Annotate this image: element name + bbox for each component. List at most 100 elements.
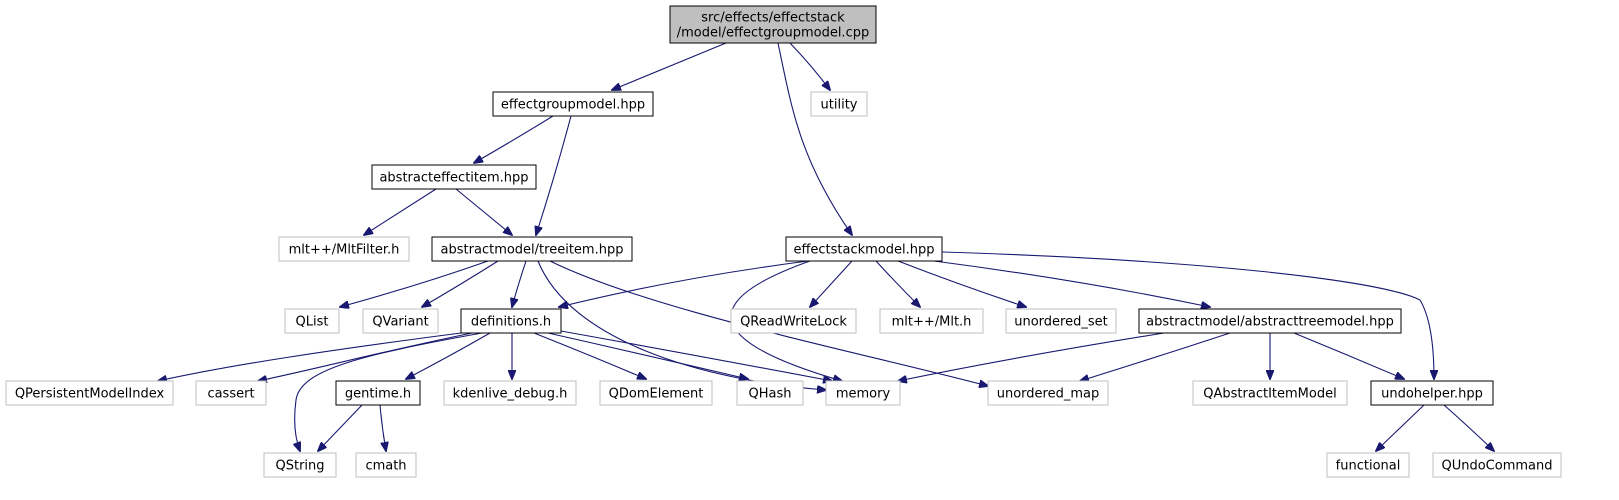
node-qabstractitemmodel: QAbstractItemModel <box>1192 380 1348 406</box>
edge-abstracttreemodel-to-memory <box>898 332 1165 381</box>
node-label: utility <box>821 98 858 113</box>
node-definitions[interactable]: definitions.h <box>460 308 562 334</box>
node-box <box>730 308 857 334</box>
node-box <box>443 380 577 406</box>
node-box <box>284 308 340 334</box>
node-label: /model/effectgroupmodel.cpp <box>677 26 869 41</box>
node-qhash: QHash <box>736 380 804 406</box>
node-box <box>335 380 421 406</box>
node-label: QReadWriteLock <box>740 315 847 330</box>
node-cassert: cassert <box>195 380 267 406</box>
edge-abstracteffectitem-to-mltfilter <box>364 188 437 235</box>
node-mlt: mlt++/Mlt.h <box>879 308 984 334</box>
edge-effectgroupmodel-to-treeitem <box>536 115 572 235</box>
node-label: src/effects/effectstack <box>701 11 845 26</box>
node-unordered-map: unordered_map <box>987 380 1109 406</box>
node-label: QAbstractItemModel <box>1203 387 1336 402</box>
node-box <box>460 308 562 334</box>
edge-treeitem-to-qlist <box>340 260 489 307</box>
node-memory: memory <box>825 380 901 406</box>
node-box <box>195 380 267 406</box>
node-box <box>987 380 1109 406</box>
node-label: QHash <box>749 387 792 402</box>
node-box <box>1326 452 1410 478</box>
edge-effectstackmodel-to-definitions <box>559 260 809 307</box>
edge-effectstackmodel-to-undohelper <box>941 251 1434 379</box>
node-label: effectstackmodel.hpp <box>793 243 934 258</box>
edge-definitions-to-gentime <box>406 332 491 379</box>
node-label: QUndoCommand <box>1441 459 1552 474</box>
node-abstracttreemodel[interactable]: abstractmodel/abstracttreemodel.hpp <box>1138 308 1402 334</box>
node-box <box>431 236 633 262</box>
node-box <box>278 236 410 262</box>
node-box <box>1370 380 1494 406</box>
node-cmath: cmath <box>355 452 417 478</box>
node-box <box>669 5 877 44</box>
edge-root-to-utility <box>789 42 830 90</box>
node-label: functional <box>1336 459 1401 474</box>
node-box <box>1432 452 1562 478</box>
node-box <box>1138 308 1402 334</box>
edge-effectgroupmodel-to-abstracteffectitem <box>474 115 554 163</box>
node-effectstackmodel[interactable]: effectstackmodel.hpp <box>785 236 943 262</box>
node-qvariant: QVariant <box>362 308 439 334</box>
edge-undohelper-to-qundocommand <box>1443 404 1494 451</box>
edge-abstracttreemodel-to-undohelper <box>1293 332 1404 379</box>
node-functional: functional <box>1326 452 1410 478</box>
node-label: QPersistentModelIndex <box>15 387 165 402</box>
node-box <box>371 164 537 190</box>
node-box <box>492 91 654 117</box>
edge-root-to-effectgroupmodel <box>612 42 727 90</box>
node-unordered-set: unordered_set <box>1005 308 1117 334</box>
edge-definitions-to-qdomelement <box>533 332 646 379</box>
edge-treeitem-to-qvariant <box>422 260 499 307</box>
node-effectgroupmodel[interactable]: effectgroupmodel.hpp <box>492 91 654 117</box>
node-label: abstractmodel/treeitem.hpp <box>441 243 624 258</box>
node-box <box>879 308 984 334</box>
node-label: abstractmodel/abstracttreemodel.hpp <box>1146 315 1394 330</box>
node-undohelper[interactable]: undohelper.hpp <box>1370 380 1494 406</box>
node-label: cassert <box>207 387 254 402</box>
edge-effectstackmodel-to-qreadwritelock <box>810 260 853 307</box>
node-treeitem[interactable]: abstractmodel/treeitem.hpp <box>431 236 633 262</box>
edge-abstracttreemodel-to-unordered_map <box>1080 332 1231 381</box>
node-label: memory <box>836 387 891 402</box>
edge-abstracteffectitem-to-treeitem <box>455 188 512 235</box>
node-label: kdenlive_debug.h <box>453 387 568 402</box>
node-qpersistentmodelindex: QPersistentModelIndex <box>5 380 174 406</box>
node-qdomelement: QDomElement <box>599 380 713 406</box>
node-box <box>1005 308 1117 334</box>
edge-effectstackmodel-to-unordered_set <box>897 260 1026 307</box>
edge-effectstackmodel-to-mlt <box>875 260 920 307</box>
node-utility: utility <box>810 91 868 117</box>
node-label: abstracteffectitem.hpp <box>379 171 528 186</box>
node-root[interactable]: src/effects/effectstack/model/effectgrou… <box>669 5 877 44</box>
node-gentime[interactable]: gentime.h <box>335 380 421 406</box>
node-kdenlive-debug: kdenlive_debug.h <box>443 380 577 406</box>
node-box <box>825 380 901 406</box>
edge-effectstackmodel-to-abstracttreemodel <box>933 260 1210 307</box>
node-label: QString <box>275 459 324 474</box>
edge-definitions-to-qhash <box>547 332 748 379</box>
edge-gentime-to-cmath <box>379 404 386 451</box>
edge-gentime-to-qstring <box>318 404 363 451</box>
node-label: unordered_map <box>997 387 1100 402</box>
node-box <box>5 380 174 406</box>
node-label: unordered_set <box>1014 315 1107 330</box>
node-box <box>785 236 943 262</box>
node-label: effectgroupmodel.hpp <box>501 98 645 113</box>
node-abstracteffectitem[interactable]: abstracteffectitem.hpp <box>371 164 537 190</box>
edge-definitions-to-qpersistentmodelindex <box>158 332 462 381</box>
edge-definitions-to-memory <box>560 330 832 381</box>
nodes: src/effects/effectstack/model/effectgrou… <box>5 5 1562 478</box>
node-mltfilter: mlt++/MltFilter.h <box>278 236 410 262</box>
node-label: undohelper.hpp <box>1381 387 1483 402</box>
node-label: definitions.h <box>471 315 551 330</box>
node-qundocommand: QUndoCommand <box>1432 452 1562 478</box>
node-label: mlt++/Mlt.h <box>892 315 972 330</box>
edge-definitions-to-qstring <box>295 332 483 451</box>
node-label: gentime.h <box>345 387 411 402</box>
node-box <box>1192 380 1348 406</box>
node-qlist: QList <box>284 308 340 334</box>
